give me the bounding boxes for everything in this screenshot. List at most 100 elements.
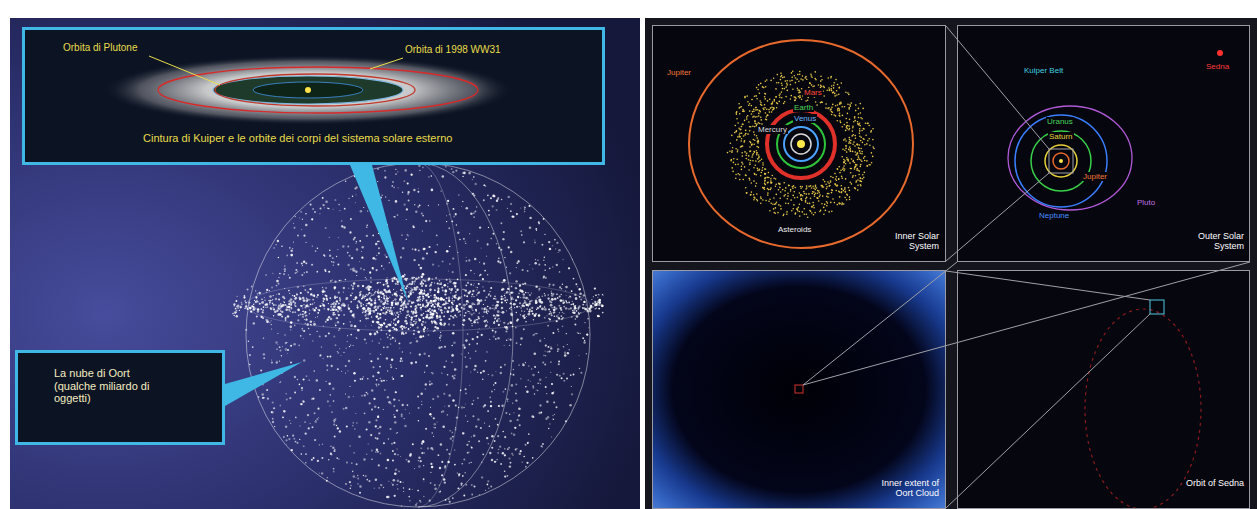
cloud-dot xyxy=(418,264,420,266)
cloud-dot xyxy=(456,291,457,292)
cloud-dot xyxy=(512,215,514,217)
cloud-dot xyxy=(502,238,504,240)
cloud-dot xyxy=(397,214,399,216)
cloud-dot xyxy=(281,316,283,318)
cloud-dot xyxy=(430,407,431,408)
cloud-dot xyxy=(455,405,457,407)
cloud-dot xyxy=(404,295,405,296)
cloud-dot xyxy=(431,189,434,192)
cloud-dot xyxy=(477,316,479,318)
cloud-dot xyxy=(272,299,273,300)
cloud-dot xyxy=(510,373,512,375)
cloud-dot xyxy=(377,415,379,417)
cloud-dot xyxy=(526,462,528,464)
cloud-dot xyxy=(279,361,280,362)
cloud-dot xyxy=(271,329,272,330)
cloud-dot xyxy=(338,204,340,206)
cloud-dot xyxy=(364,295,366,297)
cloud-dot xyxy=(557,350,559,352)
cloud-dot xyxy=(556,374,558,376)
cloud-dot xyxy=(271,411,273,413)
cloud-dot xyxy=(504,300,506,302)
cloud-dot xyxy=(582,304,584,306)
cloud-dot xyxy=(402,192,403,193)
cloud-dot xyxy=(333,400,335,402)
cloud-dot xyxy=(403,180,405,182)
cloud-dot xyxy=(408,296,409,297)
cloud-dot xyxy=(484,270,486,272)
cloud-dot xyxy=(392,377,393,378)
cloud-dot xyxy=(445,300,447,302)
cloud-dot xyxy=(402,404,404,406)
cloud-dot xyxy=(526,390,529,393)
cloud-dot xyxy=(515,287,517,289)
cloud-dot xyxy=(301,263,303,265)
cloud-dot xyxy=(441,346,443,348)
cloud-dot xyxy=(337,351,338,352)
cloud-dot xyxy=(495,371,496,372)
cloud-dot xyxy=(430,292,431,293)
cloud-dot xyxy=(421,452,423,454)
cloud-dot xyxy=(473,321,475,323)
cloud-dot xyxy=(286,306,289,309)
cloud-dot xyxy=(559,271,561,273)
cloud-dot xyxy=(416,321,418,323)
cloud-dot xyxy=(306,318,308,320)
cloud-dot xyxy=(383,296,385,298)
cloud-dot xyxy=(272,303,274,305)
cloud-dot xyxy=(396,291,397,292)
cloud-dot xyxy=(349,346,350,347)
cloud-dot xyxy=(461,206,462,207)
cloud-dot xyxy=(269,295,272,298)
cloud-dot xyxy=(351,462,353,464)
cloud-dot xyxy=(273,307,274,308)
cloud-dot xyxy=(297,271,299,273)
cloud-dot xyxy=(424,326,426,328)
cloud-dot xyxy=(284,265,286,267)
cloud-dot xyxy=(300,403,302,405)
cloud-dot xyxy=(493,335,495,337)
cloud-dot xyxy=(473,285,474,286)
cloud-dot xyxy=(431,372,432,373)
cloud-dot xyxy=(456,307,458,309)
cloud-dot xyxy=(375,419,377,421)
cloud-dot xyxy=(319,305,321,307)
cloud-dot xyxy=(411,342,412,343)
cloud-dot xyxy=(377,416,379,418)
cloud-dot xyxy=(387,370,388,371)
cloud-dot xyxy=(505,326,507,328)
cloud-dot xyxy=(393,479,396,482)
cloud-dot xyxy=(320,208,322,210)
cloud-dot xyxy=(394,453,396,455)
cloud-dot xyxy=(376,385,377,386)
cloud-dot xyxy=(334,309,337,312)
cloud-dot xyxy=(300,453,302,455)
cloud-dot xyxy=(571,316,573,318)
cloud-dot xyxy=(302,219,303,220)
cloud-dot xyxy=(448,227,450,229)
cloud-dot xyxy=(374,406,376,408)
cloud-dot xyxy=(376,269,378,271)
cloud-dot xyxy=(375,243,378,246)
cloud-dot xyxy=(491,435,494,438)
cloud-dot xyxy=(428,310,430,312)
cloud-dot xyxy=(440,443,442,445)
cloud-dot xyxy=(483,311,485,313)
cloud-dot xyxy=(391,312,394,315)
cloud-dot xyxy=(578,312,579,313)
cloud-dot xyxy=(472,338,474,340)
cloud-dot xyxy=(474,368,476,370)
cloud-dot xyxy=(260,316,262,318)
cloud-dot xyxy=(347,246,349,248)
cloud-dot xyxy=(422,321,424,323)
cloud-dot xyxy=(473,485,475,487)
cloud-dot xyxy=(391,443,393,445)
cloud-dot xyxy=(394,495,396,497)
cloud-dot xyxy=(366,392,368,394)
cloud-dot xyxy=(559,312,560,313)
cloud-dot xyxy=(515,383,517,385)
cloud-dot xyxy=(279,382,280,383)
cloud-dot xyxy=(442,290,444,292)
cloud-dot xyxy=(568,308,569,309)
cloud-dot xyxy=(304,421,306,423)
